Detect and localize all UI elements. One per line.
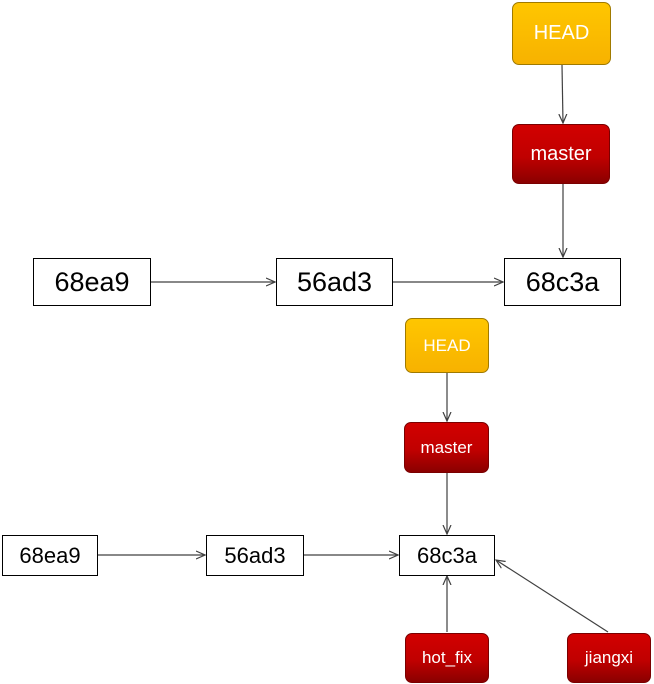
commit-node: 68ea9: [33, 258, 151, 306]
commit-node: 68ea9: [2, 535, 98, 576]
head-pointer: HEAD: [512, 2, 611, 65]
branch-hot-fix: hot_fix: [405, 633, 489, 683]
head-pointer: HEAD: [405, 318, 489, 373]
branch-jiangxi: jiangxi: [567, 633, 651, 683]
commit-node: 56ad3: [276, 258, 393, 306]
commit-node: 68c3a: [399, 535, 495, 576]
arrow-jiangxi-to-commit: [496, 560, 609, 633]
arrow-head-to-master-1: [562, 64, 563, 123]
branch-master: master: [404, 422, 489, 473]
branch-master: master: [512, 124, 610, 184]
commit-node: 68c3a: [504, 258, 621, 306]
commit-node: 56ad3: [206, 535, 304, 576]
